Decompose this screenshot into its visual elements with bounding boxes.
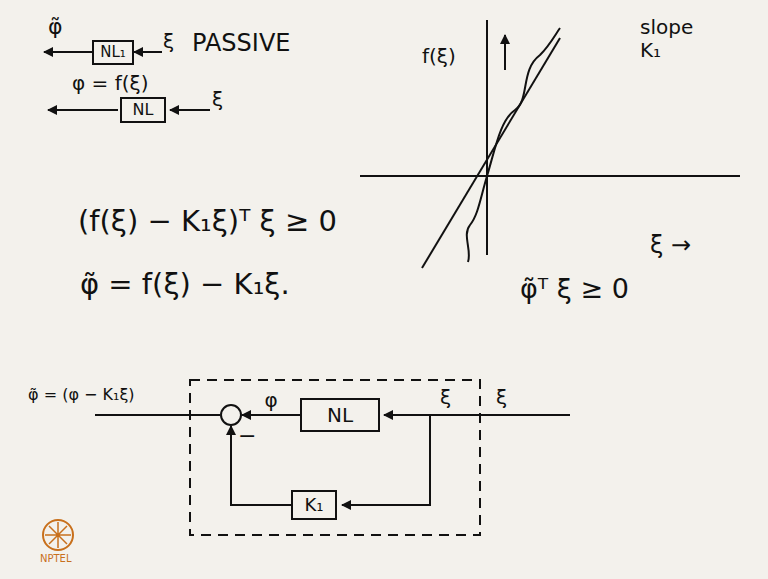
signal-label: φ = f(ξ) [72, 72, 148, 95]
signal-label: ξ [440, 386, 451, 409]
input-wire [384, 414, 570, 416]
definition: φ̃ = f(ξ) − K₁ξ. [80, 268, 290, 301]
logo-spokes [45, 522, 71, 548]
axis-arrow [504, 35, 506, 70]
dashed-boundary [190, 380, 480, 535]
nonlinear-block: NL₁ [92, 40, 134, 65]
signal-label: φ̃ [48, 14, 63, 39]
signal-label: φ [262, 389, 279, 411]
signal-label: ξ [163, 30, 174, 53]
logo-text: NPTEL [40, 553, 72, 565]
inequality: φ̃ᵀ ξ ≥ 0 [520, 273, 629, 304]
logo-ring [43, 520, 73, 550]
axis-label: ξ → [650, 232, 691, 260]
signal-label: φ̃ = (φ − K₁ξ) [28, 386, 135, 404]
summing-junction: − [220, 404, 242, 426]
input-arrow [134, 51, 162, 53]
nonlinearity-curve [467, 28, 560, 262]
output-arrow [44, 51, 94, 53]
block-label: K₁ [304, 495, 323, 515]
block-label: NL [133, 101, 154, 119]
gain-block: K₁ [291, 490, 337, 520]
signal-connector [242, 414, 300, 416]
x-axis [360, 175, 740, 177]
output-wire [95, 414, 220, 416]
branch-wire [342, 415, 430, 505]
axis-label: f(ξ) [422, 45, 456, 68]
slope-line [422, 38, 560, 268]
y-axis [486, 20, 488, 255]
inequality: (f(ξ) − K₁ξ)ᵀ ξ ≥ 0 [78, 205, 337, 238]
nonlinear-block: NL [300, 398, 380, 432]
slope-label: slope K₁ [640, 16, 710, 62]
nonlinear-block: NL [120, 97, 166, 123]
block-label: NL [327, 404, 353, 426]
block-label: NL₁ [100, 44, 126, 61]
signal-label: ξ [496, 386, 507, 409]
input-arrow [170, 109, 210, 111]
property-label: PASSIVE [192, 30, 290, 58]
signal-label: ξ [212, 88, 223, 111]
output-arrow [48, 109, 118, 111]
sign-label: − [238, 424, 256, 448]
